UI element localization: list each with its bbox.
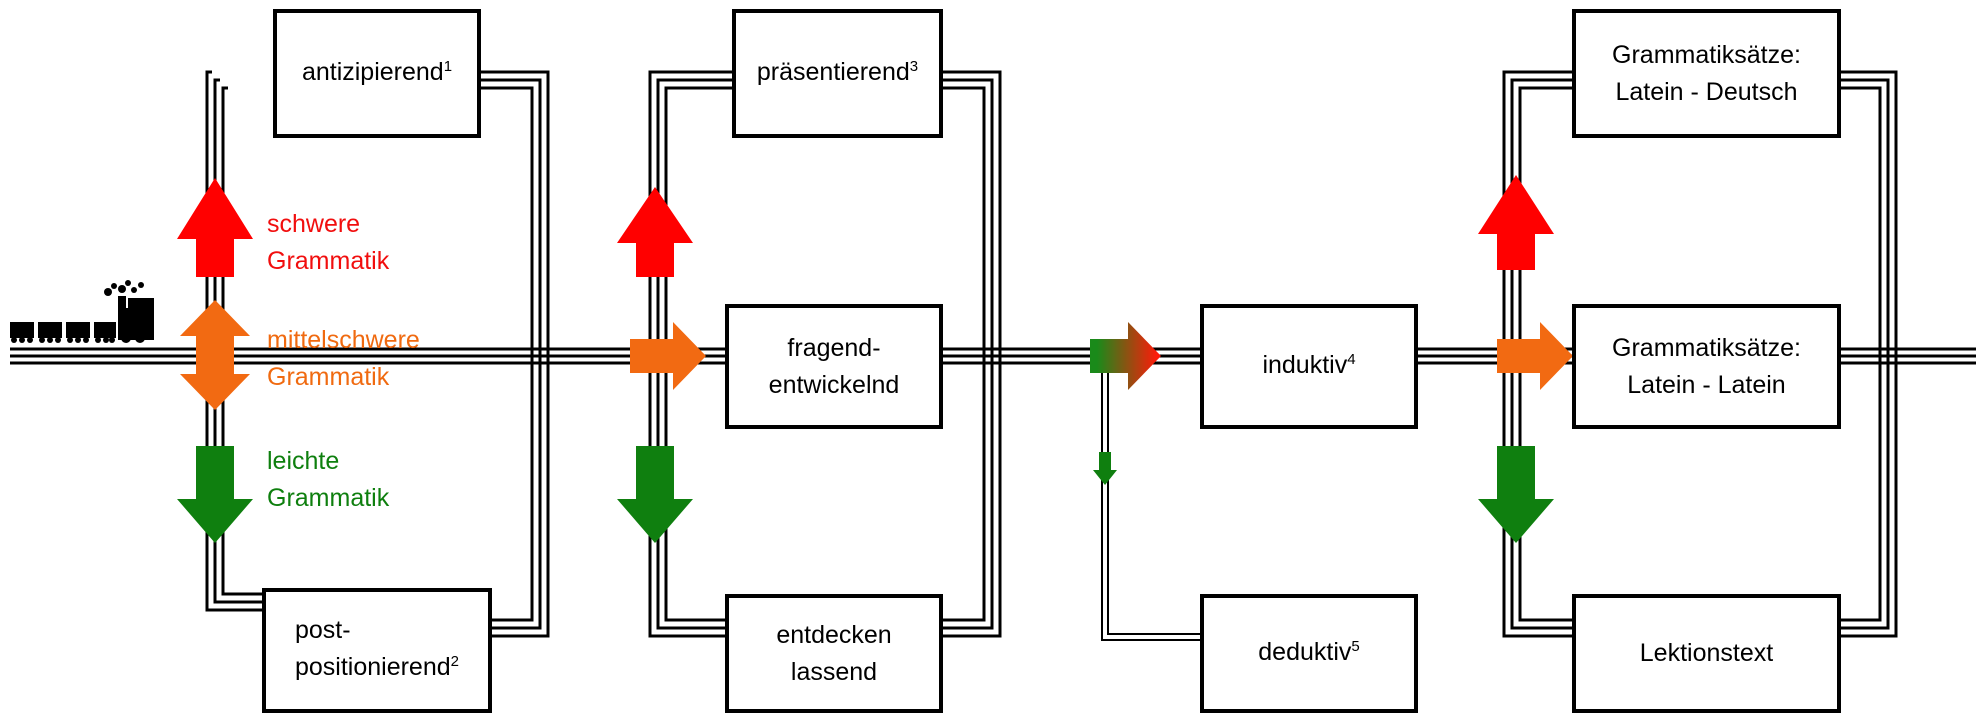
box-entdecken-line1: entdecken <box>776 620 892 649</box>
box-lektionstext: Lektionstext <box>1572 594 1841 713</box>
legend-medium-line1: mittelschwere <box>267 326 420 354</box>
deduktiv-branch <box>1101 356 1206 641</box>
footnote-1: 1 <box>443 57 453 75</box>
box-praesentierend: präsentierend3 <box>732 9 943 138</box>
legend-hard-line1: schwere <box>267 210 361 238</box>
box-fragend-line1: fragend- <box>787 333 881 362</box>
train-icon <box>10 280 154 343</box>
box-fragend-line2: entwickelnd <box>768 370 900 399</box>
box-postpositionierend-line1: post- <box>294 616 351 644</box>
box-deduktiv-label: deduktiv <box>1258 637 1352 666</box>
stage4-down-arrow <box>1478 446 1554 543</box>
stage2-track <box>648 70 1002 638</box>
deduktiv-small-arrow <box>1093 452 1117 485</box>
box-postpositionierend: post- positionierend2 <box>262 588 492 713</box>
box-lektionstext-label: Lektionstext <box>1639 639 1774 667</box>
induktiv-gradient-arrow <box>1090 322 1161 390</box>
footnote-4: 4 <box>1347 350 1356 368</box>
box-postpositionierend-line2: positionierend <box>294 653 451 681</box>
box-lat-deu-line1: Grammatiksätze: <box>1612 40 1801 69</box>
box-grammatiksaetze-latein-deutsch: Grammatiksätze: Latein - Deutsch <box>1572 9 1841 138</box>
footnote-2: 2 <box>450 653 459 670</box>
stage2-up-arrow <box>617 187 693 277</box>
box-induktiv: induktiv4 <box>1200 304 1418 429</box>
box-antizipierend-label: antizipierend <box>301 57 444 86</box>
box-praesentierend-label: präsentierend <box>756 57 910 86</box>
footnote-5: 5 <box>1351 637 1360 655</box>
box-induktiv-label: induktiv <box>1262 350 1348 379</box>
footnote-3: 3 <box>909 57 919 75</box>
stage2-down-arrow <box>617 446 693 543</box>
box-lat-lat-line2: Latein - Latein <box>1627 370 1786 399</box>
legend-hard: schwere Grammatik <box>267 206 389 280</box>
box-grammatiksaetze-latein-latein: Grammatiksätze: Latein - Latein <box>1572 304 1841 429</box>
stage4-up-arrow <box>1478 175 1554 270</box>
box-antizipierend: antizipierend1 <box>273 9 481 138</box>
box-fragend-entwickelnd: fragend- entwickelnd <box>725 304 943 429</box>
stage2-right-arrow <box>630 322 706 390</box>
legend-medium: mittelschwere Grammatik <box>267 322 420 396</box>
box-lat-deu-line2: Latein - Deutsch <box>1615 77 1798 106</box>
legend-hard-line2: Grammatik <box>267 247 390 275</box>
stage1-double-arrow <box>180 300 250 410</box>
box-entdecken-lassend: entdecken lassend <box>725 594 943 713</box>
box-lat-lat-line1: Grammatiksätze: <box>1612 333 1801 362</box>
legend-easy-line1: leichte <box>267 447 340 475</box>
legend-medium-line2: Grammatik <box>267 363 390 391</box>
box-entdecken-line2: lassend <box>790 657 878 686</box>
stage4-right-arrow <box>1497 322 1573 390</box>
legend-easy-line2: Grammatik <box>267 484 390 512</box>
legend-easy: leichte Grammatik <box>267 443 389 517</box>
box-deduktiv: deduktiv5 <box>1200 594 1418 713</box>
stage1-down-arrow <box>177 446 253 543</box>
stage1-up-arrow <box>177 178 253 277</box>
